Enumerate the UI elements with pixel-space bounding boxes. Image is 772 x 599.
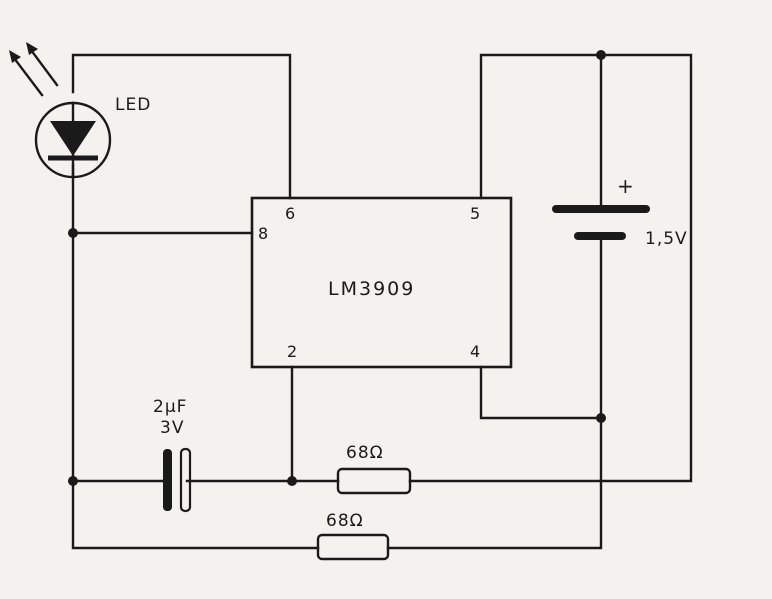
pin-5-label: 5 <box>470 204 480 223</box>
junction-dot <box>596 413 606 423</box>
led-label: LED <box>115 95 151 115</box>
capacitor-plate-right <box>179 447 192 513</box>
junction-dot <box>68 228 78 238</box>
capacitor-symbol: 2µF 3V <box>153 397 192 513</box>
junction-dot <box>596 50 606 60</box>
battery-plus-sign: + <box>617 174 635 198</box>
resistor-lower-body <box>316 533 390 561</box>
pin-2-label: 2 <box>287 342 297 361</box>
wire-battery-minus <box>386 234 603 550</box>
junction-dot <box>68 476 78 486</box>
wires <box>71 53 693 550</box>
capacitor-voltage-label: 3V <box>160 418 184 438</box>
ic-body <box>250 196 513 369</box>
resistor-lower: 68Ω <box>316 511 390 561</box>
wire-pin5-right-loop <box>408 53 693 483</box>
pin-4-label: 4 <box>470 342 480 361</box>
junction-dot <box>287 476 297 486</box>
junctions <box>68 50 606 486</box>
battery-symbol: + 1,5V <box>552 174 688 249</box>
pin-6-label: 6 <box>285 204 295 223</box>
led-diode-triangle <box>50 121 96 156</box>
ic-part-number: LM3909 <box>328 278 415 300</box>
capacitor-capacitance-label: 2µF <box>153 397 187 417</box>
battery-voltage-label: 1,5V <box>645 229 688 249</box>
led-symbol: LED <box>9 42 151 179</box>
pin-8-label: 8 <box>258 224 268 243</box>
capacitor-plate-left <box>163 449 172 511</box>
wire-bottom-rail <box>71 479 320 550</box>
resistor-upper-value: 68Ω <box>346 443 384 463</box>
wire-led-to-pin6 <box>71 53 292 200</box>
resistor-upper-body <box>336 467 412 495</box>
resistor-lower-value: 68Ω <box>326 511 364 531</box>
wire-pin4 <box>479 365 603 420</box>
ic-lm3909: LM3909 6 5 8 2 4 <box>250 196 513 369</box>
resistor-upper: 68Ω <box>336 443 412 495</box>
light-emission-arrows-icon <box>9 42 59 97</box>
